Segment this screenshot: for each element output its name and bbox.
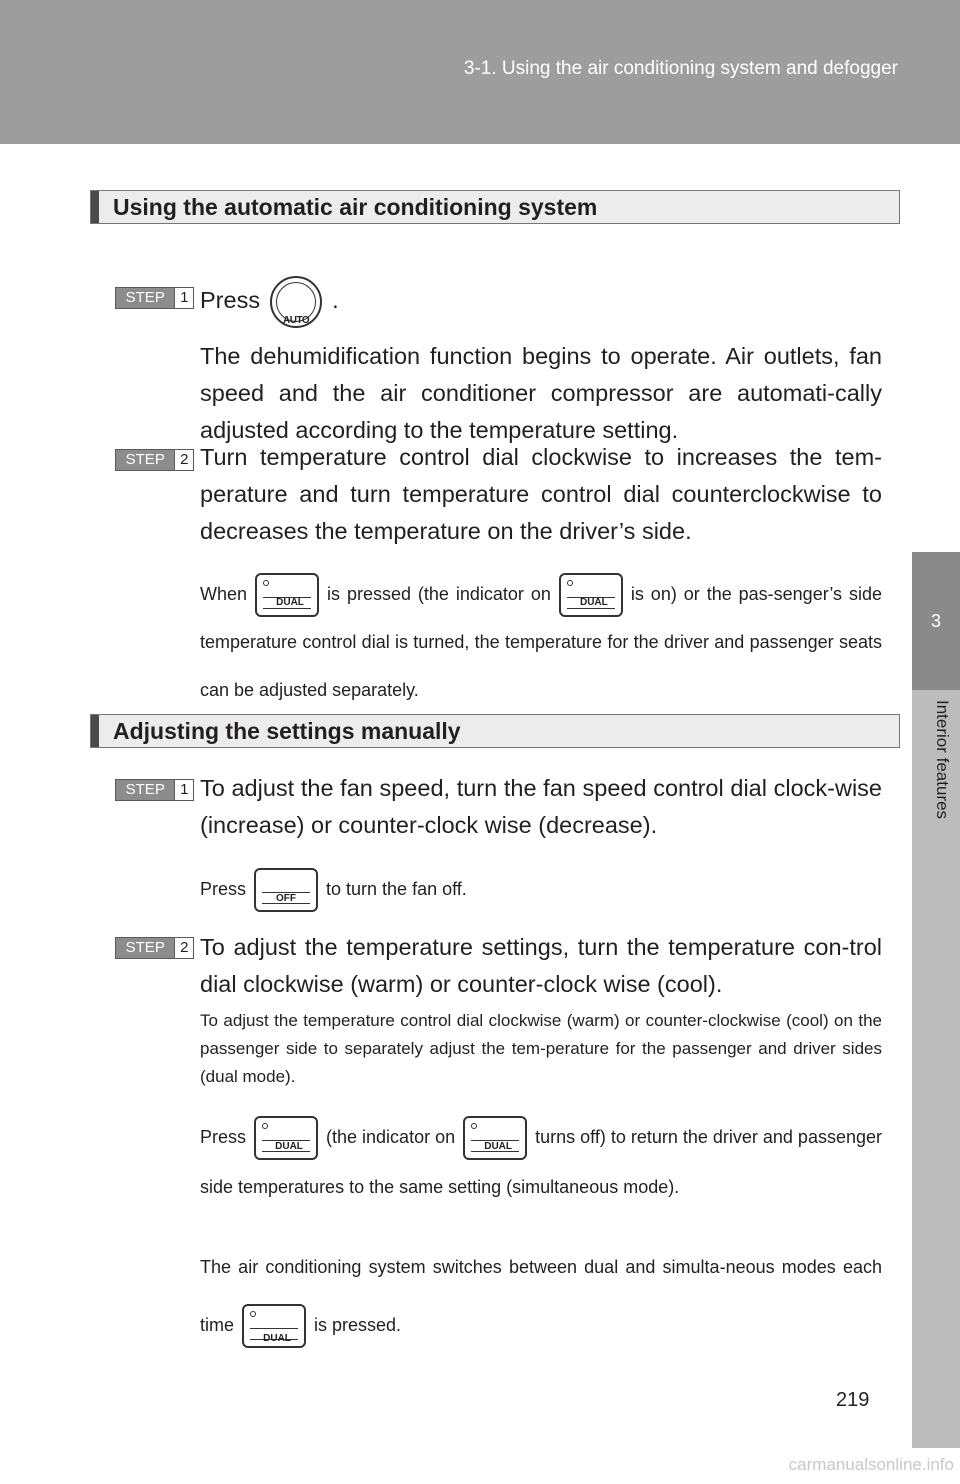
dual-indicator-icon-2: DUAL [463, 1116, 528, 1161]
footer [0, 1448, 960, 1484]
auto-button-icon: AUTO [270, 275, 323, 328]
watermark: carmanualsonline.info [788, 1455, 954, 1474]
heading-automatic: Using the automatic air conditioning sys… [90, 190, 900, 224]
step-2-instruction: Turn temperature control dial clockwise … [200, 444, 882, 544]
step-2-badge: STEP 2 [115, 449, 194, 471]
header-band [0, 0, 960, 144]
step-1-description: The dehumidification function begins to … [200, 343, 882, 443]
manual-step-2-badge: STEP 2 [115, 937, 194, 959]
switch-note: The air conditioning system switches bet… [200, 1238, 882, 1354]
section-title: 3-1. Using the air conditioning system a… [463, 58, 898, 79]
heading-manual-text: Adjusting the settings manually [113, 718, 461, 744]
chapter-tab [912, 552, 960, 1450]
off-button-icon: OFF [254, 868, 319, 913]
page-number: 219 [836, 1389, 870, 1411]
heading-automatic-text: Using the automatic air conditioning sys… [113, 194, 598, 220]
manual-step-2-instruction: To adjust the temperature settings, turn… [200, 934, 882, 997]
manual-step-1-instruction: To adjust the fan speed, turn the fan sp… [200, 775, 882, 838]
step-1-badge: STEP 1 [115, 287, 194, 309]
heading-manual: Adjusting the settings manually [90, 714, 900, 748]
dual-indicator-icon: DUAL [558, 573, 623, 618]
dual-mode-note: To adjust the temperature control dial c… [200, 1011, 882, 1086]
chapter-label: Interior features [933, 700, 952, 820]
manual-step-1-badge: STEP 1 [115, 779, 194, 801]
chapter-number: 3 [912, 552, 960, 690]
dual-button-icon-3: DUAL [242, 1304, 307, 1349]
dual-button-icon-2: DUAL [254, 1116, 319, 1161]
dual-button-icon: DUAL [255, 573, 320, 618]
